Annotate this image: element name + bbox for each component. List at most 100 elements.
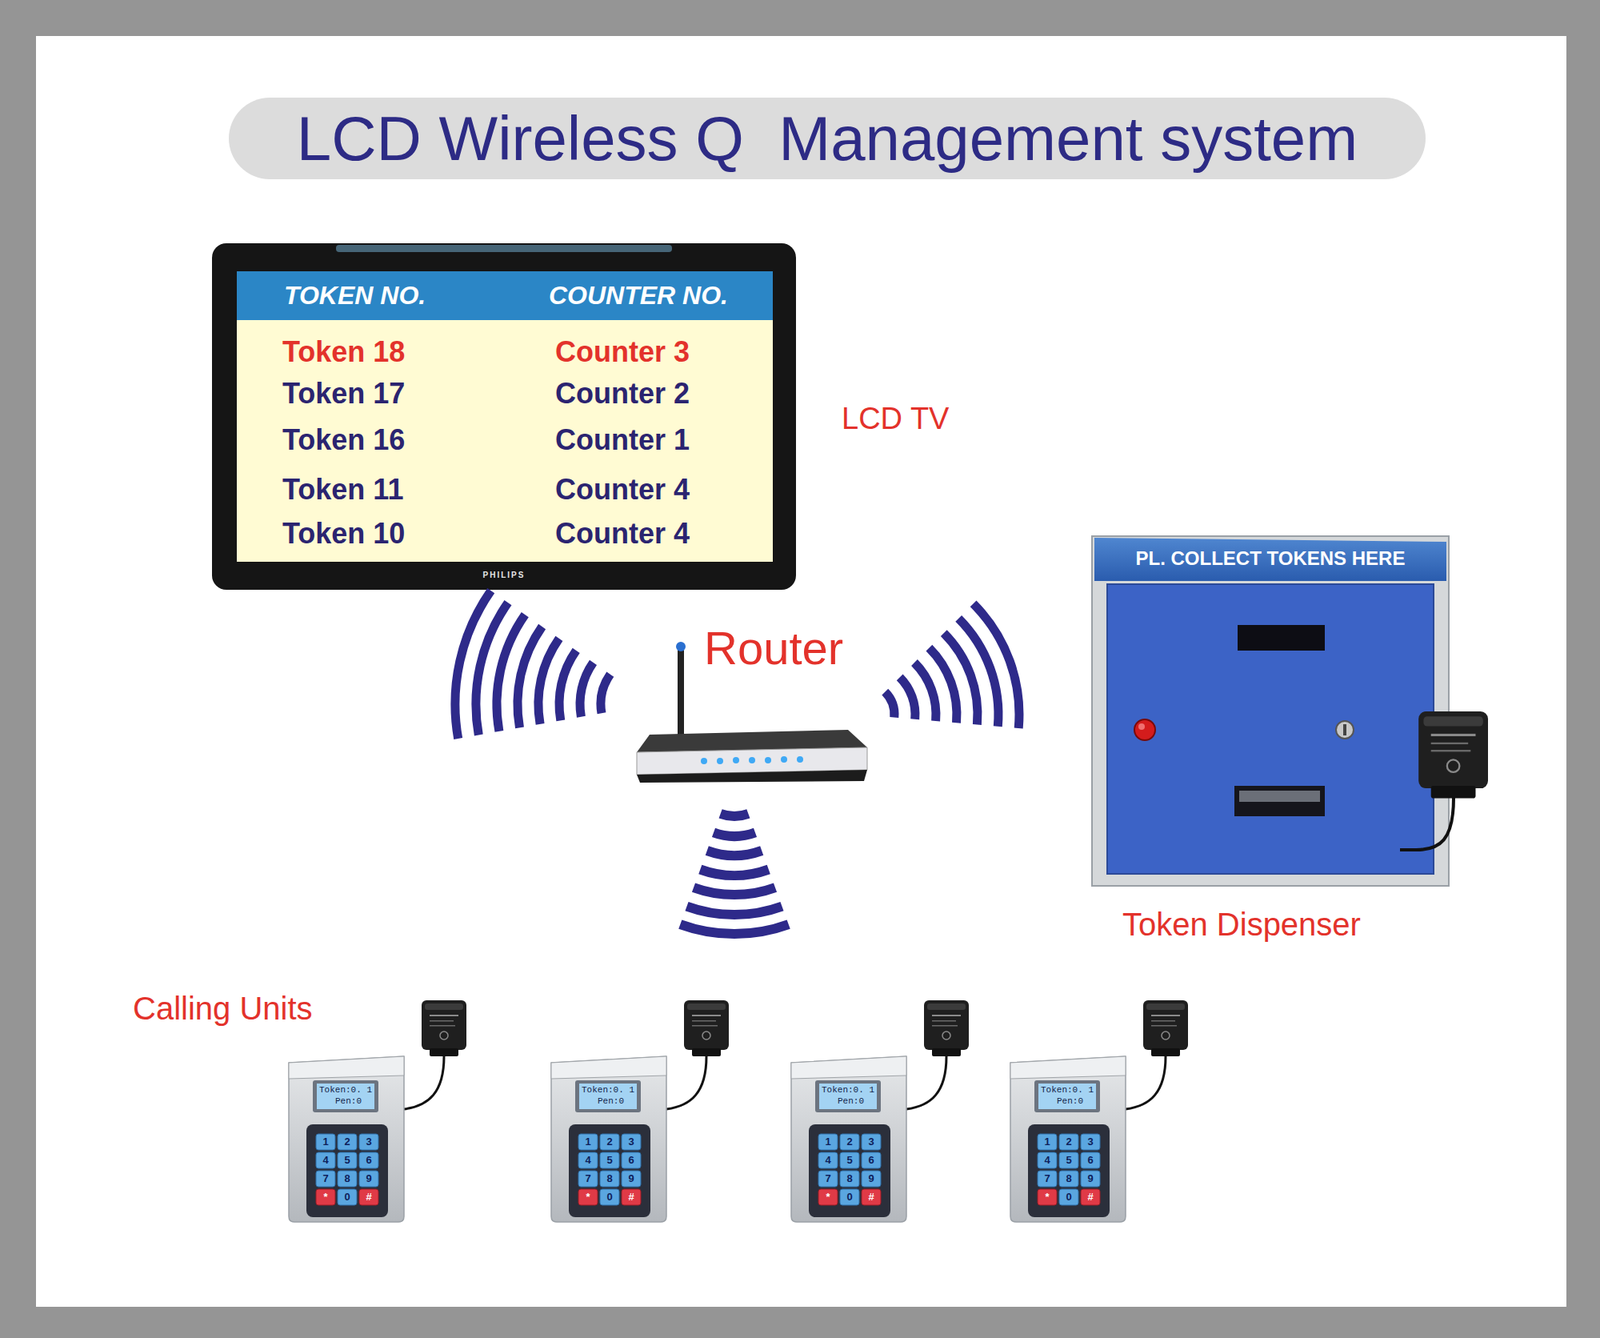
dispenser-sign: PL. COLLECT TOKENS HERE	[1136, 538, 1406, 579]
keypad-key: 0	[344, 1188, 350, 1205]
router-antenna	[677, 649, 684, 736]
token-cell: Token 18	[282, 335, 405, 369]
wave-arc	[600, 674, 611, 714]
keypad-key: *	[825, 1188, 830, 1205]
keypad-key: 2	[606, 1133, 612, 1150]
keypad-key: *	[1044, 1188, 1049, 1205]
router-led	[732, 756, 740, 764]
token-dispenser	[1092, 536, 1488, 886]
keypad-key: 3	[1087, 1133, 1093, 1150]
keypad-key: 7	[1044, 1170, 1050, 1187]
push-button	[1134, 719, 1156, 740]
keypad-key: #	[868, 1188, 874, 1205]
page-ground	[36, 36, 1567, 1307]
keypad-key: 1	[824, 1133, 831, 1150]
keypad-key: 7	[824, 1170, 831, 1187]
keypad-key: 5	[606, 1152, 612, 1168]
keypad-key: 7	[584, 1170, 591, 1187]
device-label: Router	[704, 620, 844, 676]
dispenser-panel	[1107, 584, 1434, 874]
router-led	[748, 756, 756, 764]
keypad-key: 3	[868, 1133, 874, 1150]
dispenser-header	[1094, 537, 1447, 581]
title-text: LCD Wireless Q Management system	[296, 104, 1358, 173]
keypad-key: 2	[344, 1133, 350, 1150]
wave-arc	[680, 924, 788, 934]
table-header	[236, 271, 773, 320]
keypad-key: 1	[1044, 1133, 1050, 1150]
keypad-key: 3	[365, 1133, 372, 1150]
lcd-text: Pen:0	[837, 1096, 864, 1107]
router-led	[700, 757, 708, 764]
lcd-text: Token:0. 1	[1040, 1084, 1094, 1096]
keypad-key: 4	[1044, 1152, 1050, 1168]
keypad-key: 2	[1065, 1133, 1072, 1150]
keypad-key: 9	[628, 1170, 634, 1187]
keypad-key: 2	[846, 1133, 852, 1150]
keypad-key: 4	[824, 1152, 831, 1168]
slot-shade	[1239, 790, 1320, 802]
router-led	[780, 756, 788, 763]
wave-arc	[700, 869, 769, 876]
tv-bezel	[212, 243, 796, 590]
keypad-key: 6	[628, 1152, 634, 1168]
keypad-key: 8	[846, 1170, 852, 1187]
keypad-key: 8	[606, 1170, 612, 1187]
keypad-key: *	[323, 1188, 328, 1205]
token-dispenser: PL. COLLECT TOKENS HEREToken Dispenser	[1092, 536, 1449, 886]
calling-unit-art	[551, 1000, 729, 1222]
keypad-key: 7	[322, 1170, 328, 1187]
keypad-key: 9	[365, 1170, 372, 1187]
keypad-key: 0	[1065, 1188, 1072, 1205]
keypad-key: 8	[344, 1170, 350, 1187]
dispenser-frame	[1092, 536, 1449, 886]
keypad-key: 0	[846, 1188, 852, 1205]
keypad-key: 9	[1087, 1170, 1093, 1187]
wave-arc	[928, 648, 957, 724]
device-label: Token Dispenser	[1122, 905, 1361, 943]
router-led	[796, 756, 804, 763]
router-led	[716, 757, 724, 764]
wave-arc	[580, 662, 593, 717]
calling-unit-art	[791, 1000, 969, 1222]
token-cell: Token 17	[282, 376, 405, 411]
token-slot	[1237, 624, 1325, 651]
brand-logo: PHILIPS	[483, 569, 526, 581]
keypad-key: 8	[1065, 1170, 1072, 1187]
counter-cell: Counter 2	[555, 376, 690, 411]
router-base	[636, 769, 868, 783]
title-band	[228, 97, 1426, 180]
lcd-tv	[212, 243, 796, 590]
wave-arc	[973, 603, 1020, 728]
keypad-key: 6	[1087, 1152, 1093, 1168]
tv-gloss	[336, 244, 672, 252]
wave-arc	[914, 662, 936, 721]
keypad-key: 6	[868, 1152, 874, 1168]
lcd-text: Pen:0	[597, 1096, 624, 1107]
antenna-tip	[676, 641, 686, 652]
keypad-key: #	[1087, 1188, 1093, 1205]
token-slot	[1234, 785, 1325, 816]
device-label: LCD TV	[841, 400, 949, 437]
key-slot	[1343, 724, 1347, 736]
wave-arc	[720, 813, 749, 816]
wave-arc	[713, 832, 756, 836]
wave-arc	[687, 906, 783, 915]
counter-cell: Counter 1	[555, 423, 690, 457]
counter-cell: Counter 4	[555, 516, 690, 551]
keypad-key: 4	[322, 1152, 328, 1168]
wave-arc	[900, 676, 916, 719]
wave-arc	[884, 692, 895, 718]
ac-adaptor	[1418, 711, 1488, 799]
column-header: COUNTER NO.	[548, 271, 728, 320]
wave-arc	[538, 638, 560, 724]
token-cell: Token 10	[282, 516, 405, 551]
wave-arc	[496, 614, 525, 732]
lcd-text: Token:0. 1	[319, 1084, 372, 1096]
lcd-text: Token:0. 1	[581, 1084, 635, 1096]
keypad-key: 1	[584, 1133, 591, 1150]
keypad-key: 3	[628, 1133, 634, 1150]
wave-arc	[476, 602, 508, 735]
counter-cell: Counter 4	[555, 472, 690, 507]
